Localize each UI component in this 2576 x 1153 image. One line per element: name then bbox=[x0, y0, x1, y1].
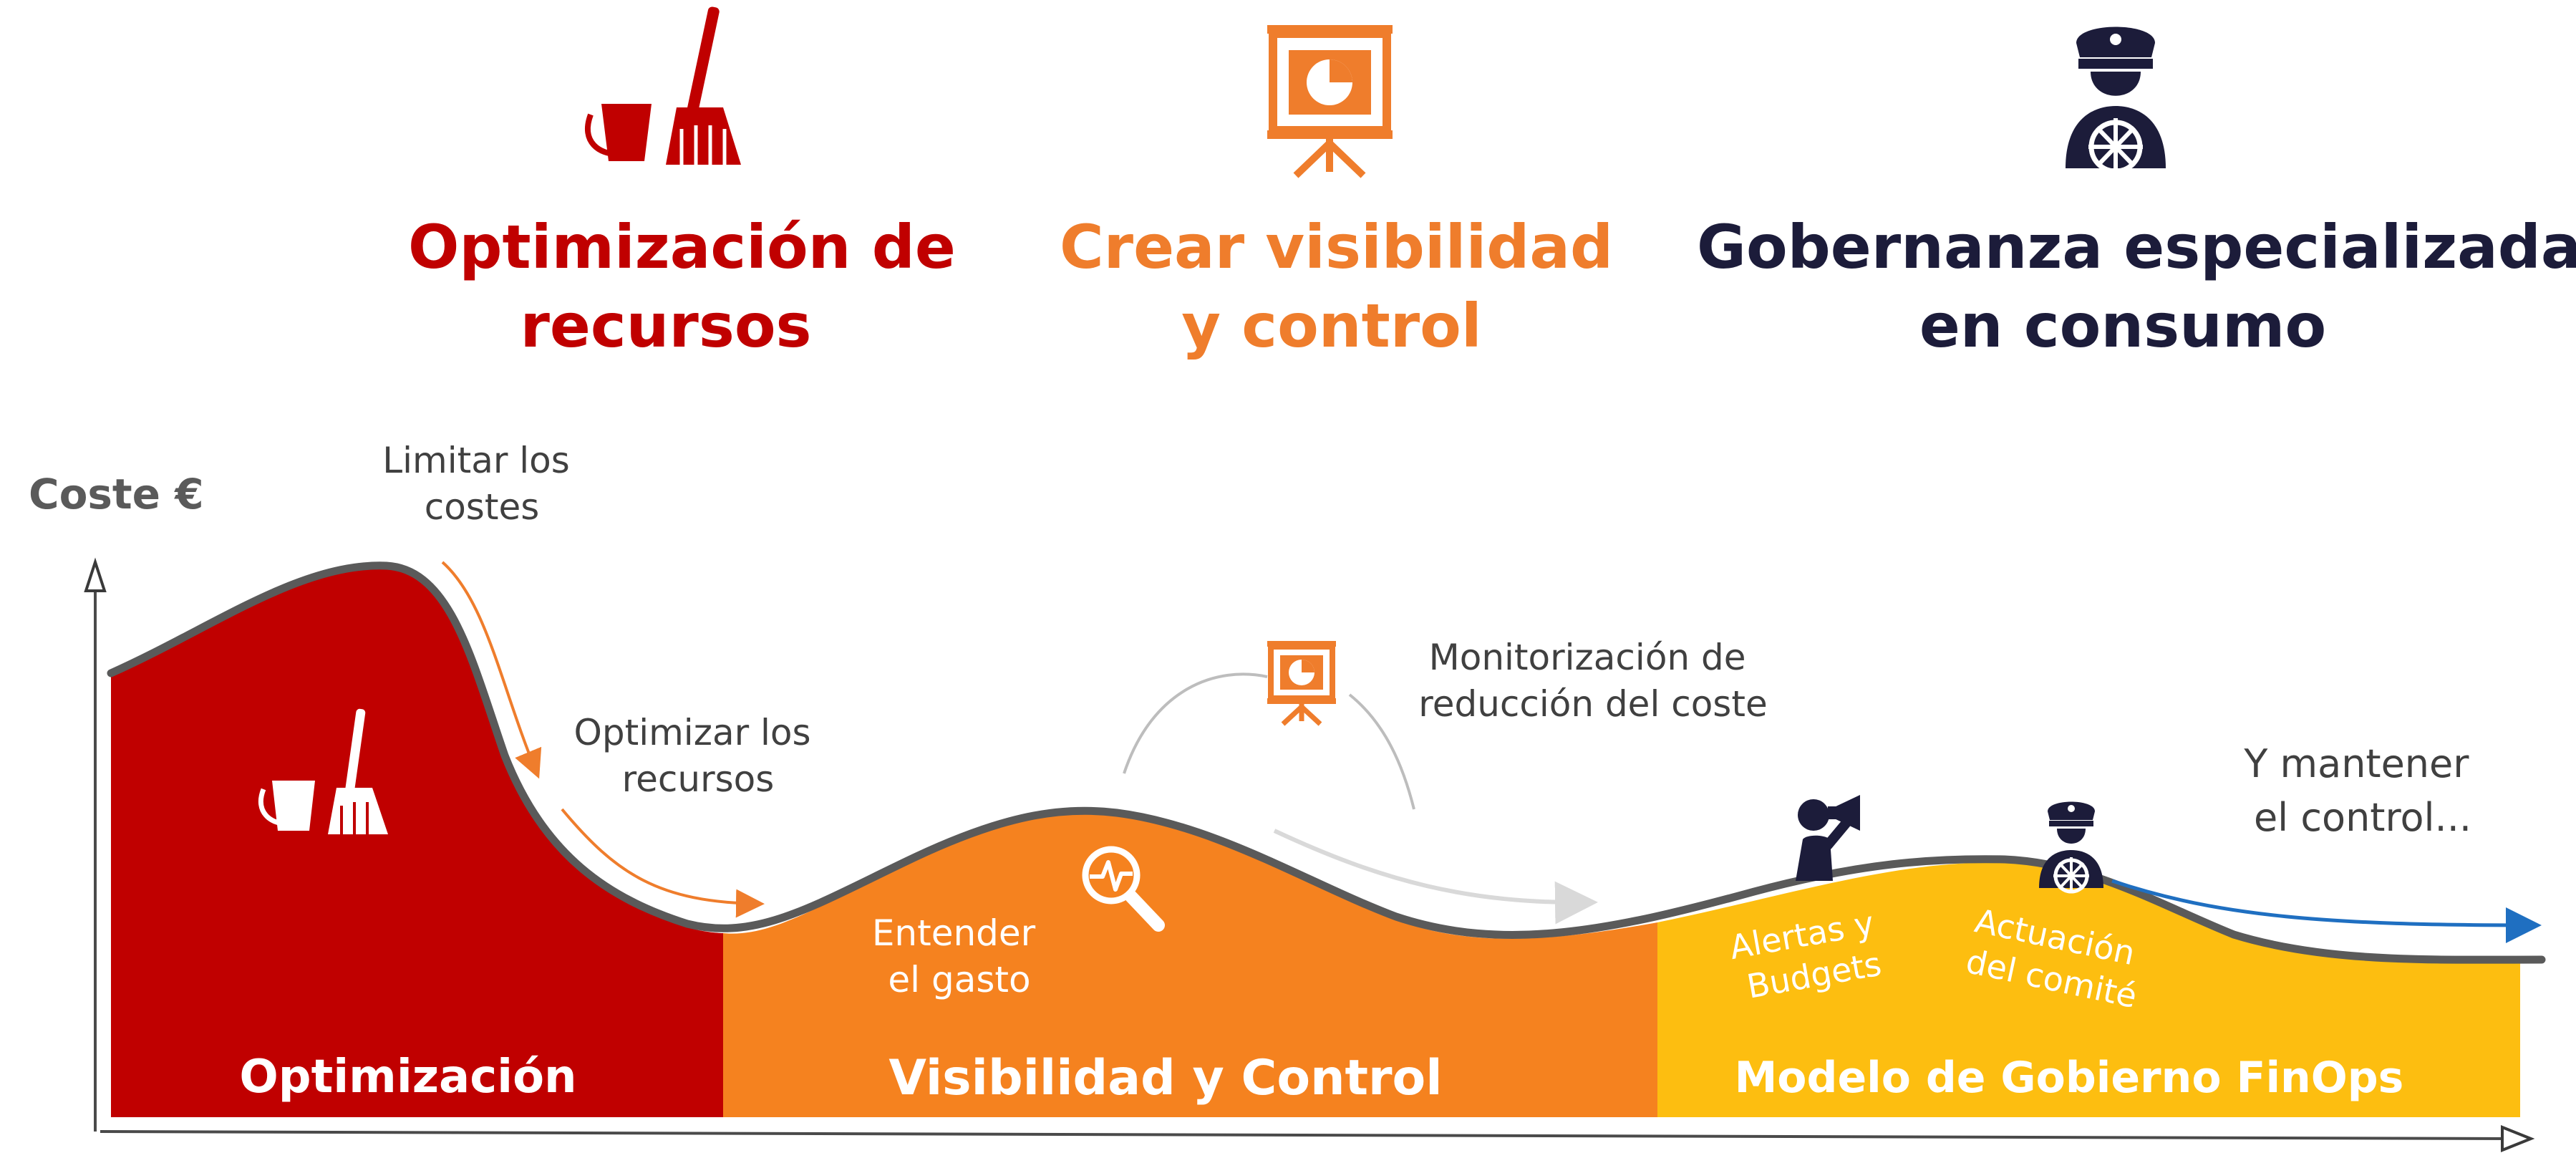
annotation-optimize-resources: Optimizar los recursos bbox=[574, 712, 823, 800]
annotation-monitoring-line2: reducción del coste bbox=[1418, 683, 1767, 725]
heading-governance-line1: Gobernanza especializada bbox=[1697, 212, 2576, 282]
annotation-maintain-control: Y mantener el control... bbox=[2243, 741, 2481, 840]
annotation-understand-spend-line2: el gasto bbox=[888, 959, 1030, 1000]
phase-label-optimization: Optimización bbox=[239, 1051, 576, 1104]
presentation-chart-icon bbox=[1267, 25, 1393, 178]
x-axis-arrow bbox=[2501, 1125, 2535, 1152]
monitoring-arc bbox=[1123, 672, 1268, 774]
annotation-optimize-resources-line1: Optimizar los bbox=[574, 712, 811, 753]
annotation-maintain-control-line2: el control... bbox=[2254, 795, 2471, 840]
annotation-limit-costs: Limitar los costes bbox=[382, 440, 581, 528]
monitoring-arc-right bbox=[1348, 693, 1415, 810]
heading-governance: Gobernanza especializada en consumo bbox=[1697, 208, 2576, 365]
annotation-understand-spend: Entender el gasto bbox=[872, 912, 1047, 1000]
phase-region-optimization bbox=[111, 569, 723, 1117]
annotation-monitoring: Monitorización de reducción del coste bbox=[1418, 637, 1767, 725]
heading-optimization-line2: recursos bbox=[520, 291, 812, 361]
heading-visibility-line1: Crear visibilidad bbox=[1060, 212, 1614, 282]
heading-governance-line2: en consumo bbox=[1919, 291, 2327, 361]
bucket-broom-white-icon bbox=[258, 708, 388, 834]
small-presentation-icon bbox=[1267, 641, 1336, 726]
phase-label-governance: Modelo de Gobierno FinOps bbox=[1735, 1053, 2404, 1103]
phase-label-visibility: Visibilidad y Control bbox=[888, 1050, 1442, 1106]
bucket-broom-icon bbox=[584, 6, 741, 165]
megaphone-person-icon bbox=[1796, 795, 1860, 881]
y-axis-arrow bbox=[84, 557, 107, 592]
annotation-optimize-resources-line2: recursos bbox=[622, 758, 775, 800]
annotation-limit-costs-line2: costes bbox=[425, 486, 540, 528]
heading-visibility: Crear visibilidad y control bbox=[1060, 208, 1614, 365]
arrow-limit-costs bbox=[441, 561, 542, 779]
y-axis-label: Coste € bbox=[29, 470, 204, 518]
heading-optimization: Optimización de recursos bbox=[408, 208, 956, 365]
annotation-understand-spend-line1: Entender bbox=[872, 912, 1036, 954]
captain-helm-icon bbox=[2066, 26, 2166, 175]
annotation-maintain-control-line1: Y mantener bbox=[2243, 741, 2469, 786]
annotation-limit-costs-line1: Limitar los bbox=[382, 440, 570, 481]
phase-region-visibility bbox=[723, 814, 1657, 1117]
x-axis bbox=[100, 1130, 2510, 1140]
heading-optimization-line1: Optimización de bbox=[408, 212, 956, 282]
magnifier-pulse-icon bbox=[1082, 846, 1165, 932]
phase-region-governance bbox=[1657, 862, 2520, 1117]
small-captain-icon bbox=[2039, 801, 2103, 894]
arrow-monitoring bbox=[1273, 829, 1598, 925]
arrow-maintain-control bbox=[2111, 879, 2542, 943]
annotation-monitoring-line1: Monitorización de bbox=[1429, 637, 1746, 678]
arrow-optimize-resources bbox=[561, 808, 765, 918]
heading-visibility-line2: y control bbox=[1181, 291, 1482, 361]
